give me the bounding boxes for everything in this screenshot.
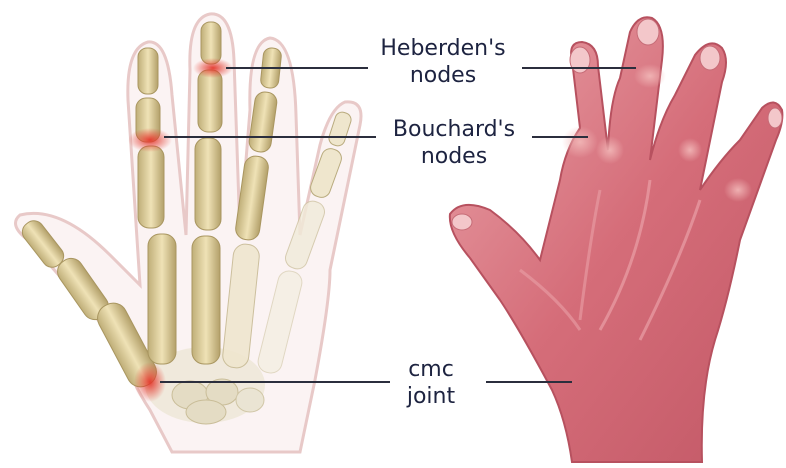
cmc-label-line2: joint [386, 383, 476, 410]
cmc-joint-label: cmc joint [386, 356, 476, 410]
heberdens-label-line2: nodes [368, 62, 518, 89]
bouchards-nodes-label: Bouchard's nodes [374, 116, 534, 170]
bouchard-node-marker [128, 128, 172, 152]
bouchards-label-line1: Bouchard's [374, 116, 534, 143]
heberdens-label-line1: Heberden's [368, 35, 518, 62]
bouchards-label-line2: nodes [374, 143, 534, 170]
heberdens-nodes-label: Heberden's nodes [368, 35, 518, 89]
cmc-label-line1: cmc [386, 356, 476, 383]
skeleton-hand [16, 14, 362, 452]
